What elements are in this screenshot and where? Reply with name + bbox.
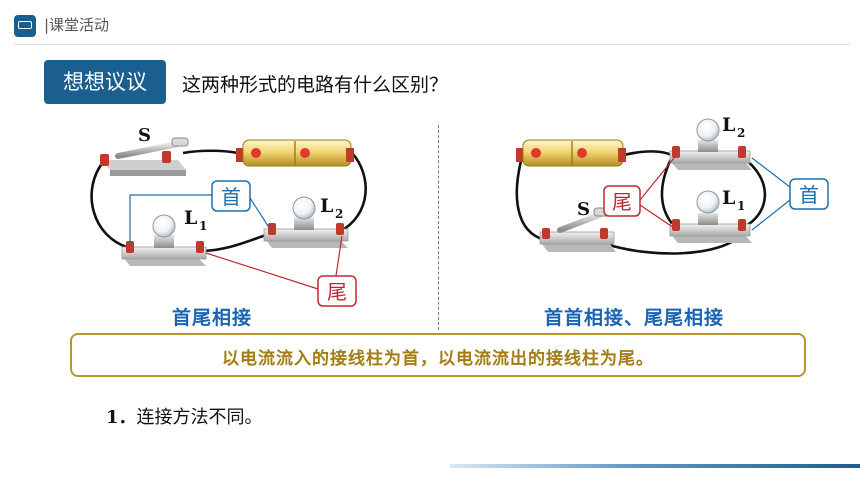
left-switch: S [100, 125, 189, 176]
header-title: |课堂活动 [44, 16, 110, 34]
header-divider [14, 44, 850, 45]
right-switch: S [539, 199, 616, 252]
classroom-icon [14, 15, 36, 37]
left-head-callout: 首 [211, 180, 251, 212]
right-lamp-l1: L 1 [669, 187, 752, 243]
right-lamp-l2: L 2 [669, 114, 752, 170]
rule-text: 以电流流入的接线柱为首，以电流流出的接线柱为尾。 [222, 349, 654, 369]
left-lamp-l1: L 1 [121, 207, 207, 266]
right-circuit: L 2 L 1 S [515, 114, 829, 255]
left-caption: 首尾相接 [172, 307, 253, 329]
left-circuit: S L 1 L [90, 125, 367, 307]
column-divider [438, 125, 439, 330]
right-caption: 首首相接、尾尾相接 [544, 307, 725, 329]
point-item: 1．连接方法不同。 [106, 403, 263, 429]
point-text: 连接方法不同。 [136, 407, 263, 428]
right-battery [516, 139, 626, 167]
right-l2-subscript: 2 [737, 126, 745, 140]
right-l1-label: L [722, 187, 735, 209]
bottom-accent-bar [450, 464, 860, 468]
svg-text:尾: 尾 [327, 280, 347, 304]
left-switch-label: S [138, 125, 151, 146]
right-l1-subscript: 1 [737, 199, 745, 213]
rule-box: 以电流流入的接线柱为首，以电流流出的接线柱为尾。 [70, 333, 806, 377]
svg-text:首: 首 [799, 183, 819, 207]
point-number: 1． [106, 407, 137, 428]
left-lamp-l2: L 2 [263, 195, 349, 248]
left-battery [236, 139, 354, 167]
right-l2-label: L [722, 114, 735, 136]
right-head-callout: 首 [789, 178, 829, 210]
svg-text:首: 首 [221, 185, 241, 209]
left-l2-subscript: 2 [335, 207, 343, 221]
discussion-badge: 想想议议 [44, 60, 166, 104]
left-l1-subscript: 1 [199, 219, 207, 233]
right-switch-label: S [577, 199, 590, 220]
right-tail-callout: 尾 [603, 185, 641, 217]
svg-text:尾: 尾 [612, 190, 632, 214]
left-tail-callout: 尾 [317, 275, 357, 307]
header-bar: |课堂活动 [0, 0, 860, 48]
left-l1-label: L [184, 207, 197, 229]
left-l2-label: L [320, 195, 333, 217]
question-text: 这两种形式的电路有什么区别？ [182, 74, 449, 96]
